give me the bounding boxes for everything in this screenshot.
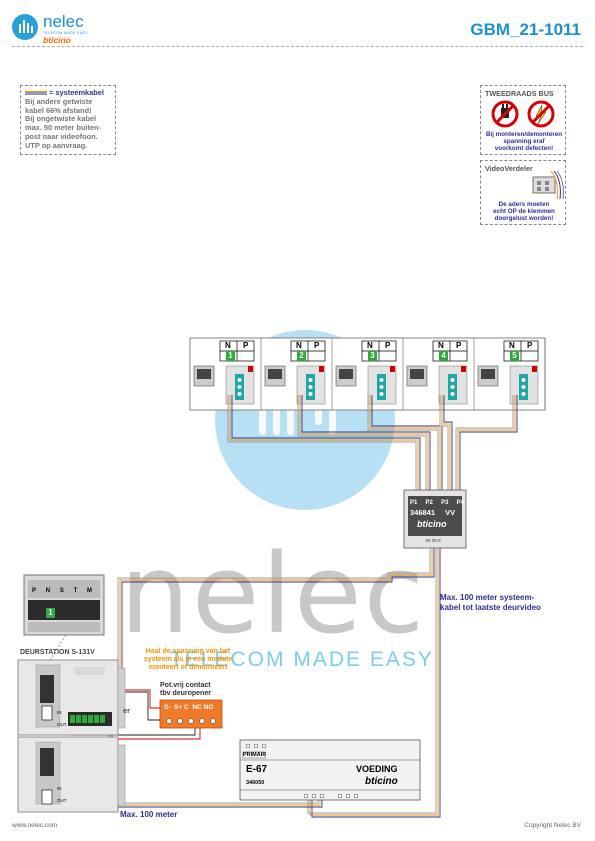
brand-name: nelec: [43, 12, 84, 31]
apartment-number: 1: [226, 351, 235, 361]
video-distributor-warning-line: De aders moeten: [498, 201, 550, 208]
cable-note-line: kabel 66% afstand!: [25, 105, 92, 115]
apartment-unit: [477, 338, 546, 410]
module-warning-note: Haal de spanning van het systeem als je …: [143, 648, 233, 671]
cable-apt-5: [455, 395, 518, 490]
cable-legend-icon: [25, 91, 47, 96]
video-distributor-title: VideoVerdeler: [485, 164, 533, 173]
document-code: GBM_21-1011: [470, 20, 581, 39]
apartment-number: 2: [297, 351, 306, 361]
terminal-wiring-icon: [532, 171, 564, 199]
footer-website[interactable]: www.nelec.com: [12, 822, 58, 829]
two-wire-bus-title: TWEEDRAADS BUS: [485, 89, 554, 98]
apartment-unit: [264, 338, 333, 410]
apartment-n-label: N: [367, 341, 373, 350]
distributor-model-row: 346841 VV: [410, 508, 455, 517]
logo-icon: [12, 14, 38, 40]
no-plug-icon: [491, 100, 519, 128]
power-cable: [307, 548, 441, 818]
cable-note-line: max. 50 meter buiten-: [25, 123, 101, 133]
apartment-n-label: N: [225, 341, 231, 350]
power-supply: [239, 739, 421, 801]
header-divider: [12, 46, 583, 47]
door-station-out-label: OUT: [57, 722, 67, 727]
backbone-cable: [117, 548, 435, 700]
door-station-lower-in-label: IN: [57, 786, 62, 791]
distributor-port: P4: [456, 500, 464, 506]
video-distributor: [403, 489, 467, 549]
max-distance-video-note: Max. 100 meter systeem- kabel tot laatst…: [440, 593, 541, 612]
cable-note-line: UTP op aanvraag.: [25, 140, 88, 150]
power-supply-article: 346050: [246, 780, 265, 786]
cable-apt-1: [227, 395, 421, 490]
apartment-unit: [406, 338, 475, 410]
power-supply-primary-label: PRIMAIR: [243, 752, 267, 758]
relay-title: Pot.vrij contact tbv deuropener: [160, 682, 211, 697]
apartment-n-label: N: [509, 341, 515, 350]
cable-note-line: post naar videofoon.: [25, 131, 98, 141]
video-distributor-warning-line: doorgelust worden!: [494, 215, 554, 222]
apartment-n-label: N: [296, 341, 302, 350]
apartment-p-label: P: [456, 341, 462, 350]
distributor-port: P3: [441, 500, 449, 506]
door-station-suffix: er: [123, 706, 131, 715]
power-supply-name: VOEDING: [356, 764, 398, 774]
relay-terminal-labels: S- S+ C NC NO: [164, 704, 214, 711]
power-supply-brand: bticino: [365, 776, 398, 787]
apartment-number: 3: [368, 351, 377, 361]
watermark-name: nelec: [120, 530, 427, 658]
door-station-lower-out-label: OUT: [57, 798, 67, 803]
distributor-port: P1: [410, 500, 418, 506]
distributor-terminals: IN OUT: [426, 538, 442, 543]
apartment-number: 4: [439, 351, 448, 361]
cable-legend: = systeemkabel: [25, 88, 115, 98]
two-wire-warning-line: spanning eraf: [503, 138, 545, 145]
apartment-p-label: P: [527, 341, 533, 350]
two-wire-warning-line: Bij monteren/demonteren: [485, 131, 563, 138]
apartment-p-label: P: [314, 341, 320, 350]
distributor-ports: P1 P2 P3 P4: [410, 500, 464, 506]
video-distributor-box: VideoVerdeler De aders moeten echt OP de…: [480, 160, 566, 225]
video-distributor-warning-line: echt OP de klemmen: [493, 208, 555, 215]
no-plug-icons: [491, 100, 555, 128]
max-distance-station-note: Max. 100 meter: [120, 810, 178, 819]
distributor-type: VV: [445, 508, 456, 517]
door-station-lower-module: [17, 736, 126, 813]
two-wire-warning-line: voorkomt defecten!: [494, 145, 554, 152]
cable-note-line: Bij andere getwiste: [25, 96, 93, 106]
footer-copyright: Copyright Nelec BV: [524, 822, 581, 829]
partner-brand: bticino: [43, 35, 71, 45]
apartment-p-label: P: [243, 341, 249, 350]
distributor-port: P2: [425, 500, 433, 506]
no-voltage-icon: [527, 100, 555, 128]
door-station-in-label: IN: [57, 710, 62, 715]
brand-logo[interactable]: nelec TELECOM MADE EASY bticino: [12, 12, 122, 45]
apartment-n-label: N: [438, 341, 444, 350]
relay-module: [159, 699, 223, 729]
cable-apt-2: [297, 395, 431, 490]
distributor-brand: bticino: [417, 519, 447, 529]
apartment-number: 5: [510, 351, 519, 361]
brand-tagline: TELECOM MADE EASY: [43, 31, 89, 35]
cable-note-line: Bij ongetwiste kabel: [25, 114, 97, 124]
power-supply-model: E-67: [246, 764, 268, 775]
cable-note-box: = systeemkabel Bij andere getwiste kabel…: [20, 85, 116, 155]
two-wire-bus-box: TWEEDRAADS BUS Bij monteren/demonteren s…: [480, 85, 566, 155]
door-station-label: DEURSTATION S-131V: [20, 649, 95, 656]
cable-apt-4: [439, 395, 453, 490]
watermark-tagline: TELECOM MADE EASY: [170, 648, 434, 671]
distributor-model: 346841: [410, 508, 436, 517]
door-station-module-number: 1: [46, 608, 55, 618]
cable-apt-3: [367, 395, 443, 490]
apartment-p-label: P: [385, 341, 391, 350]
